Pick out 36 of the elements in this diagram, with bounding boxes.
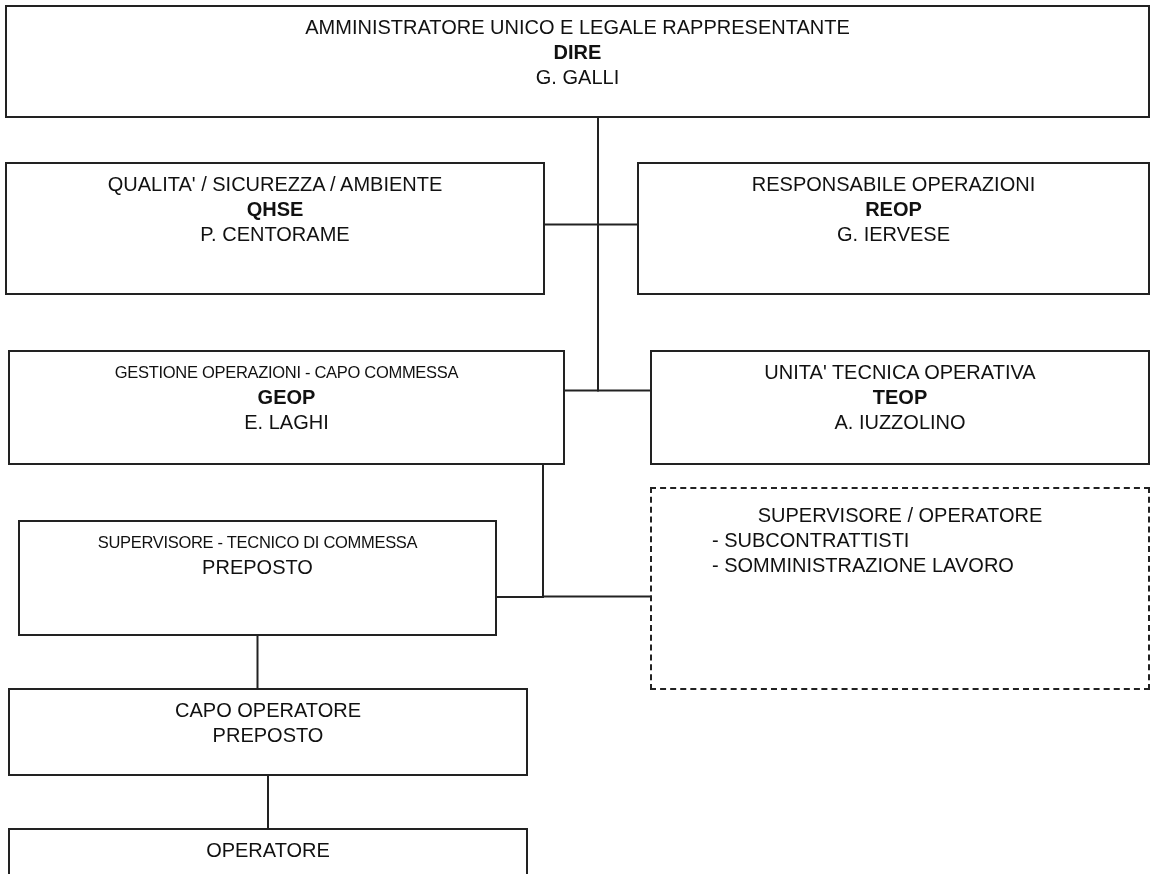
role-box [8, 688, 528, 776]
role-text: A. IUZZOLINO [833, 410, 967, 435]
role-title: OPERATORE [205, 838, 331, 863]
connector-line [542, 464, 651, 598]
connector-line [256, 635, 259, 689]
role-title: SUPERVISORE - TECNICO DI COMMESSA [96, 532, 419, 553]
role-text: - SUBCONTRATTISTI [711, 528, 911, 553]
role-text: E. LAGHI [243, 410, 330, 435]
role-title: UNITA' TECNICA OPERATIVA [763, 360, 1037, 385]
role-box [5, 5, 1150, 118]
connector-line [267, 775, 269, 829]
role-text: - SOMMINISTRAZIONE LAVORO [711, 553, 1015, 578]
role-box [637, 162, 1150, 295]
role-box [8, 828, 528, 874]
role-title: QUALITA' / SICUREZZA / AMBIENTE [106, 172, 444, 197]
role-code: QHSE [245, 197, 305, 222]
role-text: G. GALLI [534, 65, 621, 90]
role-code: REOP [864, 197, 923, 222]
role-box [8, 350, 565, 465]
role-text: PREPOSTO [201, 555, 314, 580]
role-box [5, 162, 545, 295]
role-code: TEOP [871, 385, 929, 410]
role-title: AMMINISTRATORE UNICO E LEGALE RAPPRESENTANTE [304, 15, 851, 40]
role-code: DIRE [552, 40, 603, 65]
role-text: PREPOSTO [211, 723, 325, 748]
connector-line [597, 117, 651, 392]
role-box [650, 350, 1150, 465]
role-title: GESTIONE OPERAZIONI - CAPO COMMESSA [113, 362, 460, 383]
role-code: GEOP [256, 385, 317, 410]
role-title: RESPONSABILE OPERAZIONI [750, 172, 1037, 197]
role-text: G. IERVESE [836, 222, 951, 247]
role-title: SUPERVISORE / OPERATORE [756, 503, 1044, 528]
role-title: CAPO OPERATORE [174, 698, 362, 723]
role-text: P. CENTORAME [199, 222, 351, 247]
dashed-role-box [650, 487, 1150, 690]
role-box [18, 520, 497, 636]
